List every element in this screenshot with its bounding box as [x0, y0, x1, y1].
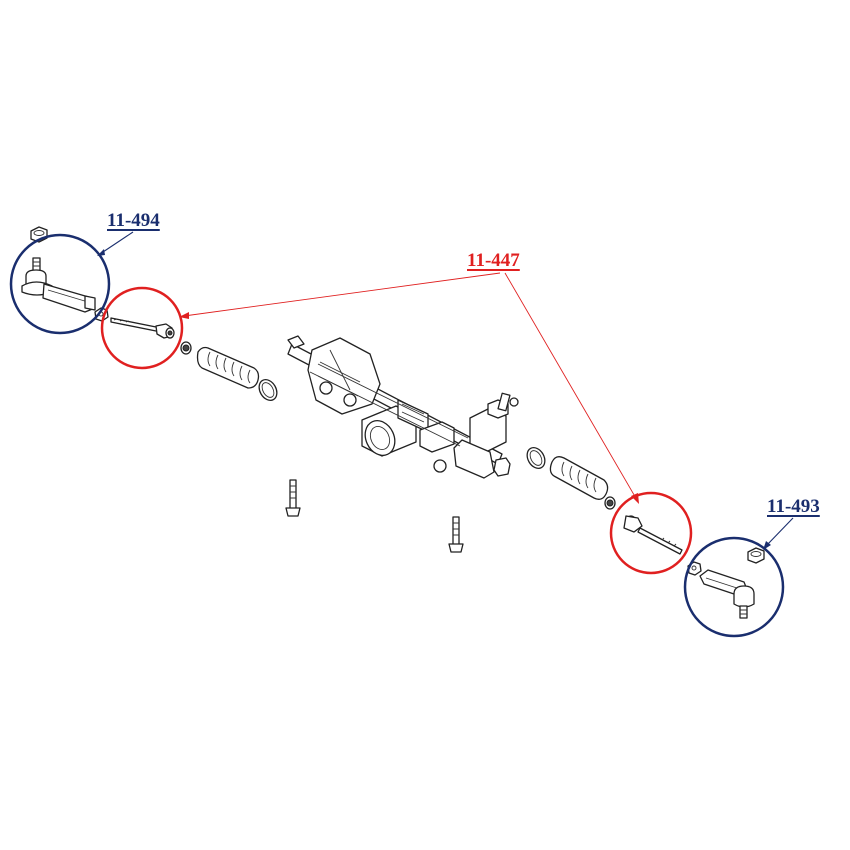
leader-lines	[97, 231, 794, 550]
mounting-bolt-left	[285, 479, 301, 517]
leader-line-11-494	[99, 231, 134, 255]
part-number-label-outer-tie-rod-right: 11-493	[767, 496, 820, 517]
callout-circle-11-493	[683, 536, 785, 638]
mounting-bolt-right	[448, 516, 464, 553]
rack-and-pinion-assembly	[287, 335, 519, 479]
outer-tie-rod-end-left	[21, 226, 96, 313]
callout-circle-11-447-right	[609, 491, 693, 575]
part-number-label-inner-tie-rod: 11-447	[467, 250, 520, 271]
callout-circle-11-494	[9, 233, 111, 335]
inner-tie-rod-left	[110, 317, 175, 339]
leader-line-11-447-left	[183, 272, 501, 317]
outer-tie-rod-end-right	[699, 547, 765, 619]
callout-circle-11-447-left	[100, 286, 184, 370]
inner-tie-rod-right	[623, 515, 683, 555]
boot-left	[180, 341, 278, 401]
leader-line-11-493	[765, 517, 794, 547]
callout-circles	[9, 233, 785, 638]
part-number-label-outer-tie-rod-left: 11-494	[107, 210, 160, 231]
boot-right	[526, 447, 616, 510]
leader-line-11-447-right	[504, 272, 638, 501]
